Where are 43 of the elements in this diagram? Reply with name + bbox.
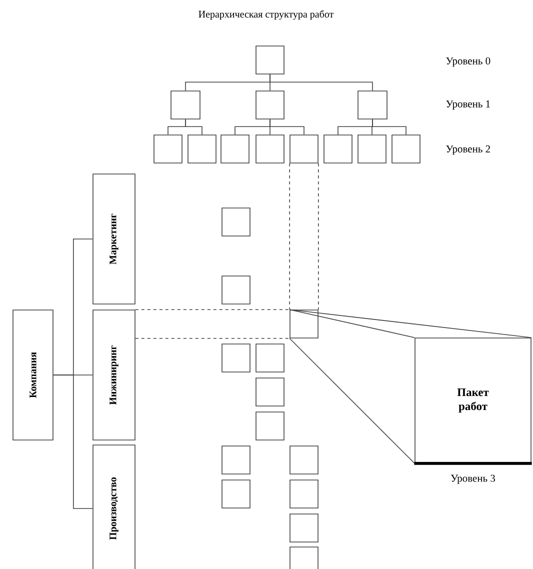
department-box: Инжиниринг <box>92 310 136 440</box>
work-box <box>358 90 388 120</box>
level-label: Уровень 1 <box>446 100 490 110</box>
connector <box>372 119 406 135</box>
projection-line <box>289 163 319 310</box>
work-box <box>256 412 284 440</box>
work-box <box>222 480 250 508</box>
work-package-box: Пакет работ <box>414 338 532 465</box>
work-box <box>222 276 250 304</box>
connector <box>270 74 373 91</box>
work-box <box>290 480 318 508</box>
work-box <box>290 310 318 338</box>
work-box <box>256 46 284 74</box>
projection-line <box>135 309 290 339</box>
work-box <box>290 514 318 542</box>
work-box <box>170 90 200 120</box>
work-box <box>188 134 216 164</box>
work-box <box>358 134 386 164</box>
title: Иерархическая структура работ <box>198 10 334 20</box>
work-box <box>290 546 318 569</box>
work-box <box>290 446 318 474</box>
connector <box>53 374 93 509</box>
work-box <box>220 134 250 164</box>
connector <box>270 119 304 135</box>
connector <box>185 119 202 135</box>
department-box: Маркетинг <box>92 174 136 304</box>
work-box <box>256 90 284 120</box>
department-box: Производство <box>92 444 136 569</box>
level-label: Уровень 0 <box>446 57 490 67</box>
level-label: Уровень 2 <box>446 145 490 155</box>
work-box <box>256 134 284 164</box>
work-box <box>154 134 182 164</box>
zoom-line <box>289 309 532 464</box>
work-box <box>222 446 250 474</box>
work-box <box>324 134 352 164</box>
company-box: Компания <box>12 310 54 440</box>
work-box <box>222 208 250 236</box>
work-box <box>256 344 284 372</box>
work-box <box>256 378 284 406</box>
level-label: Уровень 3 <box>450 474 495 484</box>
work-box <box>290 134 318 164</box>
work-box <box>392 134 420 164</box>
work-box <box>222 344 250 372</box>
